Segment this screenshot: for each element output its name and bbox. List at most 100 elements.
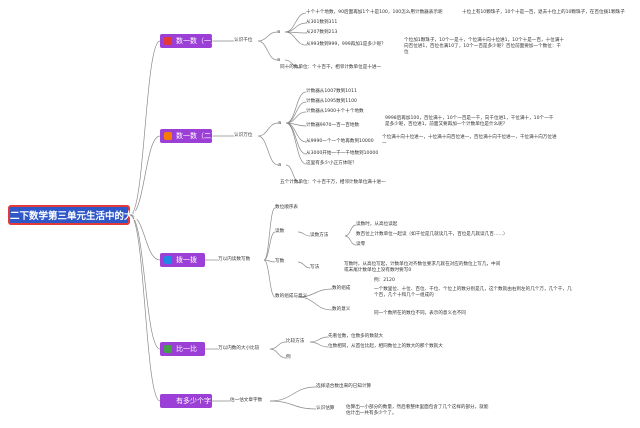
flag-icon [164, 345, 172, 353]
connector [285, 91, 307, 124]
connector [297, 296, 333, 311]
topic-text: 同一个数所在的数位不同，表示的意义也不同 [374, 311, 466, 316]
connector [285, 111, 307, 124]
root-connector [129, 40, 161, 216]
connector [284, 59, 301, 69]
connector [284, 31, 307, 46]
branch-label: 比一比 [176, 345, 197, 353]
connector [297, 261, 311, 269]
marker: a [277, 29, 281, 35]
connector [269, 348, 287, 359]
topic-text: 读数时，从高位读起 [356, 222, 398, 227]
example-text: 个位加1颗珠子，10个一是十，个位满十向十位进1，10个十是一百，十位满十向百位… [404, 38, 564, 55]
connector [284, 22, 307, 33]
method-label: 万以内读数写数 [218, 257, 251, 262]
summary-text: 五个计数单位：个十百千万，相邻计数单位满十进一 [280, 180, 386, 185]
topic-text: 写法 [310, 265, 320, 270]
marker: a [278, 162, 282, 168]
branch-label: 拨一拨 [176, 256, 197, 264]
example-text: 计数器从1095数到1100 [306, 99, 357, 104]
root-connector [129, 135, 161, 216]
topic-text: 例 [286, 355, 291, 360]
connector [285, 122, 307, 165]
connector [309, 336, 329, 343]
connector [257, 135, 279, 166]
topic-text: 数的意义 [332, 307, 351, 312]
root-connector [129, 214, 161, 350]
connector [309, 341, 329, 348]
example-text: 计数器从1900十个十个地数 [306, 109, 364, 114]
branch-label: 数一数（一） [176, 37, 218, 45]
connector [284, 12, 307, 33]
root-connector [129, 214, 161, 261]
example-text: 计数器9970一百一百地数 [306, 123, 360, 128]
topic-text: 估算出一小部分的数量，然后看整体里面包含了几个这样的部分，就能估计出一共有多少个… [346, 405, 489, 416]
connector [344, 224, 357, 237]
flag-icon [164, 37, 172, 45]
topic-text: 选择适合数出来的已知计算 [316, 384, 372, 389]
method-label: 万以内数的大小比较 [218, 346, 260, 351]
example-text: 从207数到213 [306, 30, 338, 35]
connector [269, 341, 287, 350]
summary-text: 同十的数单位：个十百千，相邻计数单位是十进一 [280, 65, 382, 70]
example-text: 这里有多少小正方体呢？ [306, 161, 357, 166]
connector [269, 400, 317, 410]
marker: a [278, 120, 282, 126]
root-topic[interactable]: 二下数学第三单元生活中的大数 [8, 205, 143, 225]
connector [269, 386, 317, 402]
example-text: 从993数到999，999再加1是多少呢？ [306, 42, 386, 47]
connector [257, 31, 278, 42]
topic-text: 写数时，从高位写起，计数单位对齐数位要求几就在对应的数位上写几，中间或末尾计数单… [344, 262, 501, 273]
connector [297, 288, 333, 298]
flag-icon [164, 397, 172, 405]
connector [263, 259, 276, 298]
connector [257, 40, 278, 61]
branch-dial[interactable]: 拨一拨 [160, 253, 205, 267]
example-text: 从3000开始一千一千地数到10000 [306, 151, 379, 156]
topic-text: 读零 [356, 242, 366, 247]
method-label: 认识千位 [234, 38, 253, 43]
flag-icon [164, 256, 172, 264]
example-text: 十位上有10颗珠子，10个十是一百，退去十位上的10颗珠子，在百位拨1颗珠子 [462, 10, 625, 15]
method-label: 估一估文章字数 [230, 398, 263, 403]
connector [285, 164, 301, 184]
connector [297, 231, 311, 237]
topic-text: 比较方法 [286, 339, 305, 344]
example-text: 从9990一个一个地再数到10000 [306, 139, 374, 144]
topic-text: 读数方法 [310, 233, 329, 238]
example-text: 计数器从1007数到1011 [306, 89, 357, 94]
branch-count-1[interactable]: 数一数（一） [160, 34, 218, 48]
example-text: 个位满十向十位进一，十位满十向百位进一，百位满十向千位进一，千位满十向万位进一 [382, 135, 557, 146]
topic-text: 先看位数，位数多的数就大 [328, 334, 384, 339]
connector [344, 235, 357, 246]
example-text: 9998后再加100，百位满十，10个一百是一千，向千位进1，千位满十，10个一… [385, 116, 554, 127]
branch-word-count[interactable]: 有多少个字 [160, 394, 212, 408]
topic-text: 数位顺序表 [275, 205, 298, 210]
topic-text: 写数 [275, 259, 285, 264]
topic-text: 读数 [275, 229, 285, 234]
topic-text: 例：2120 [374, 278, 395, 283]
connector [263, 259, 276, 263]
connector [263, 207, 276, 261]
topic-text: 数的组成与意义 [275, 294, 308, 299]
marker: a [277, 57, 281, 63]
connector [263, 231, 276, 261]
branch-label: 数一数（二） [176, 132, 218, 140]
root-connector [129, 214, 161, 402]
connector [257, 122, 279, 137]
method-label: 认识万位 [234, 133, 253, 138]
topic-text: 数百位上计数单位一起读（如千位是几就读几千，百位是几就读几百……） [356, 232, 508, 237]
flag-icon [164, 132, 172, 140]
connector [285, 122, 307, 155]
example-text: 从301数到311 [306, 20, 338, 25]
branch-label: 有多少个字 [176, 397, 211, 405]
branch-compare[interactable]: 比一比 [160, 342, 205, 356]
branch-count-2[interactable]: 数一数（二） [160, 129, 218, 143]
topic-text: 位数相同，从首位比起，相同数位上的数大的那个数就大 [328, 344, 443, 349]
topic-text: 数的组成 [332, 286, 351, 291]
topic-text: 一个数里位、十位、百位、千位、个位上的数分别是几，这个数就由右到左的几个万，几个… [374, 287, 572, 298]
topic-text: 认识估算 [316, 406, 335, 411]
example-text: 十个十个地数，90后面再加1个十是100，100怎么用计数器表示呢 [306, 10, 443, 15]
